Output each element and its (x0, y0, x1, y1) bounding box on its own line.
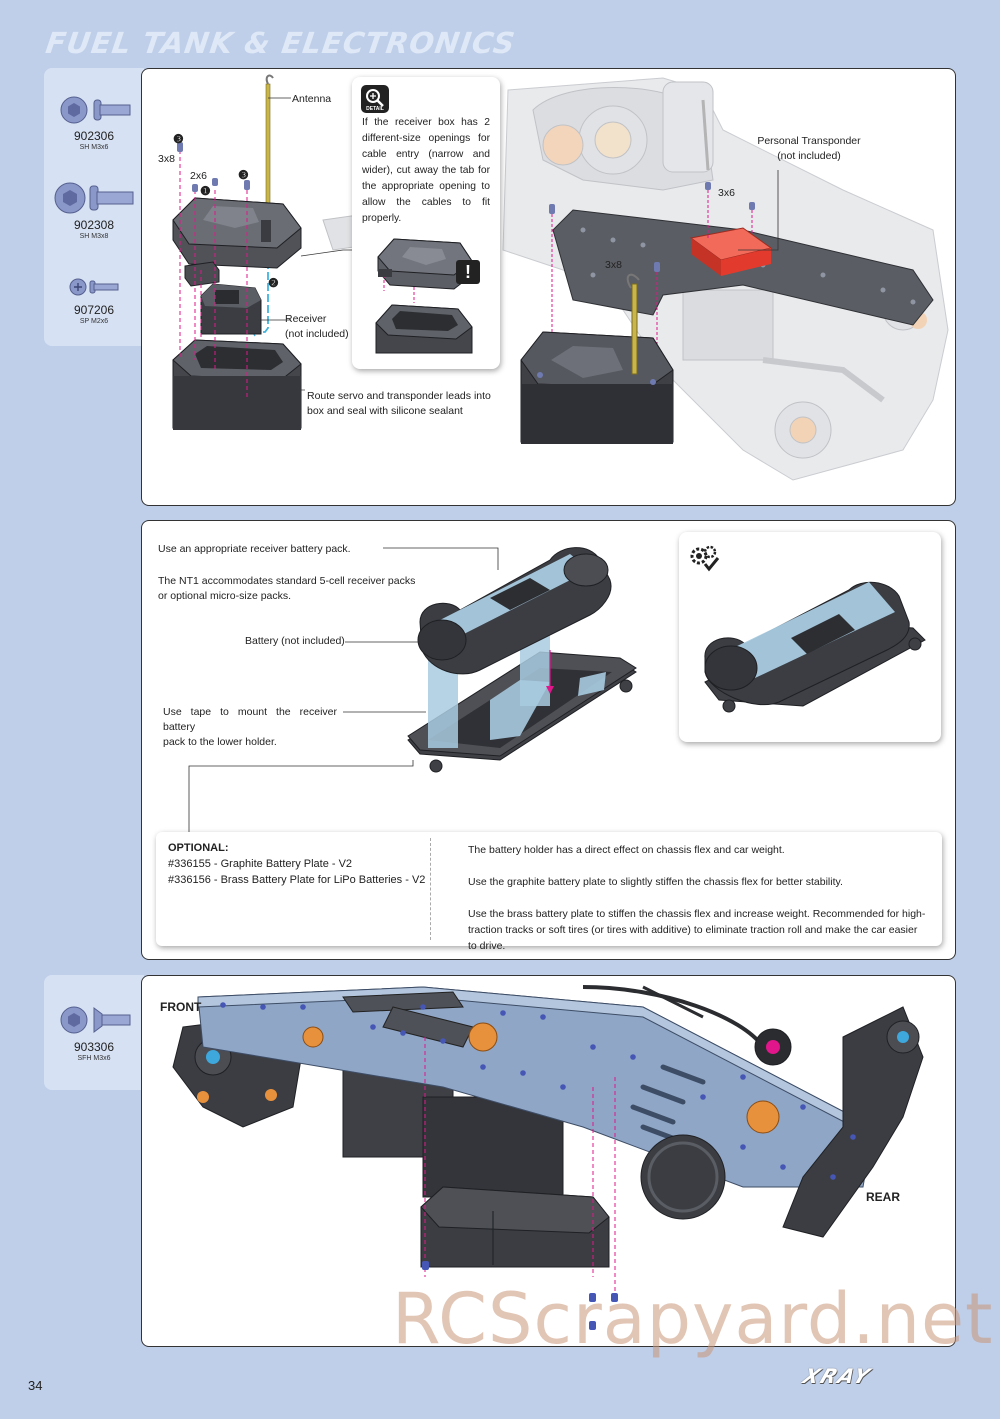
antenna-label: Antenna (292, 93, 332, 105)
screw-902306-icon (60, 96, 131, 124)
screw-907206-icon (69, 278, 119, 296)
battery-holder-note-3: Use the brass battery plate to stiffen t… (468, 908, 926, 952)
part-907206: 907206 SP M2x6 (46, 303, 142, 325)
transponder-label-line2: (not included) (777, 150, 841, 162)
part-spec: SH M3x8 (79, 233, 109, 240)
screw-qty-3x6: 3x6 (718, 187, 735, 199)
step2-leader-lines (188, 547, 499, 832)
part-code: 902308 (73, 218, 115, 232)
detail-callout: DETAIL If the receiver box has 2 differe… (352, 77, 500, 369)
battery-illustration (407, 547, 637, 773)
gears-check-icon (690, 545, 720, 572)
step-marker-2: ❷ (268, 276, 279, 290)
screw-902308-icon (54, 182, 134, 214)
part-902306: 902306 SH M3x6 (46, 129, 142, 151)
battery-label: Battery (not included) (245, 635, 345, 647)
part-code: 903306 (73, 1040, 115, 1054)
route-note-line1: Route servo and transponder leads into (307, 390, 491, 402)
screw-qty-2x6: 2x6 (190, 170, 207, 182)
step-marker-3b: ❸ (238, 168, 249, 182)
receiver-label: Receiver (not included) (285, 312, 349, 342)
tape-note-line2: pack to the lower holder. (163, 736, 277, 748)
battery-note-2-line1: The NT1 accommodates standard 5-cell rec… (158, 575, 416, 587)
screw-903306-icon (60, 1006, 131, 1034)
tape-note-line1: Use tape to mount the receiver battery (163, 706, 337, 733)
screw-qty-3x8-right: 3x8 (605, 259, 622, 271)
warning-icon: ! (456, 260, 480, 284)
part-code: 907206 (73, 303, 115, 317)
optional-parts-box: OPTIONAL: #336155 - Graphite Battery Pla… (156, 832, 942, 952)
route-note-line2: box and seal with silicone sealant (307, 405, 463, 417)
screw-qty-3x8-left: 3x8 (158, 153, 175, 165)
part-spec: SP M2x6 (79, 318, 109, 325)
brand-logo: XRAY (799, 1364, 875, 1388)
optional-divider (430, 838, 431, 940)
transponder-label-line1: Personal Transponder (757, 135, 861, 147)
page-title: FUEL TANK & ELECTRONICS (43, 26, 518, 60)
part-spec: SH M3x6 (79, 144, 109, 151)
battery-note-2-line2: or optional micro-size packs. (158, 590, 292, 602)
magnifier-detail-icon (361, 85, 389, 113)
front-label: FRONT (160, 1000, 202, 1014)
battery-holder-note-1: The battery holder has a direct effect o… (468, 844, 785, 856)
part-code: 902306 (73, 129, 115, 143)
rear-label: REAR (866, 1190, 901, 1204)
receiver-label-line2: (not included) (285, 328, 349, 340)
step-marker-3a: ❸ (173, 132, 184, 146)
detail-text: If the receiver box has 2 different-size… (362, 117, 490, 224)
optional-title: OPTIONAL: (168, 842, 229, 854)
battery-note-2: The NT1 accommodates standard 5-cell rec… (158, 574, 415, 604)
step-marker-1: ❶ (200, 184, 211, 198)
transponder-label: Personal Transponder (not included) (742, 134, 876, 164)
battery-holder-note-2: Use the graphite battery plate to slight… (468, 876, 843, 888)
detail-illustration (375, 238, 473, 354)
receiver-label-line1: Receiver (285, 313, 327, 325)
step1-illustration (172, 74, 949, 481)
page-number: 34 (28, 1378, 43, 1393)
assembled-battery-illustration (704, 581, 926, 713)
part-902308: 902308 SH M3x8 (46, 218, 142, 240)
battery-note-1: Use an appropriate receiver battery pack… (158, 543, 351, 555)
optional-item-2: #336156 - Brass Battery Plate for LiPo B… (168, 874, 426, 886)
route-note: Route servo and transponder leads into b… (307, 389, 491, 419)
optional-item-1: #336155 - Graphite Battery Plate - V2 (168, 858, 353, 870)
detail-icon-label: DETAIL (366, 106, 384, 112)
assembled-view-callout (679, 532, 941, 742)
step3-chassis-illustration (172, 985, 924, 1330)
part-903306: 903306 SFH M3x6 (46, 1040, 142, 1062)
tape-note: Use tape to mount the receiver battery p… (163, 705, 337, 750)
part-spec: SFH M3x6 (77, 1055, 111, 1062)
watermark: RCScrapyard.net (392, 1278, 994, 1360)
